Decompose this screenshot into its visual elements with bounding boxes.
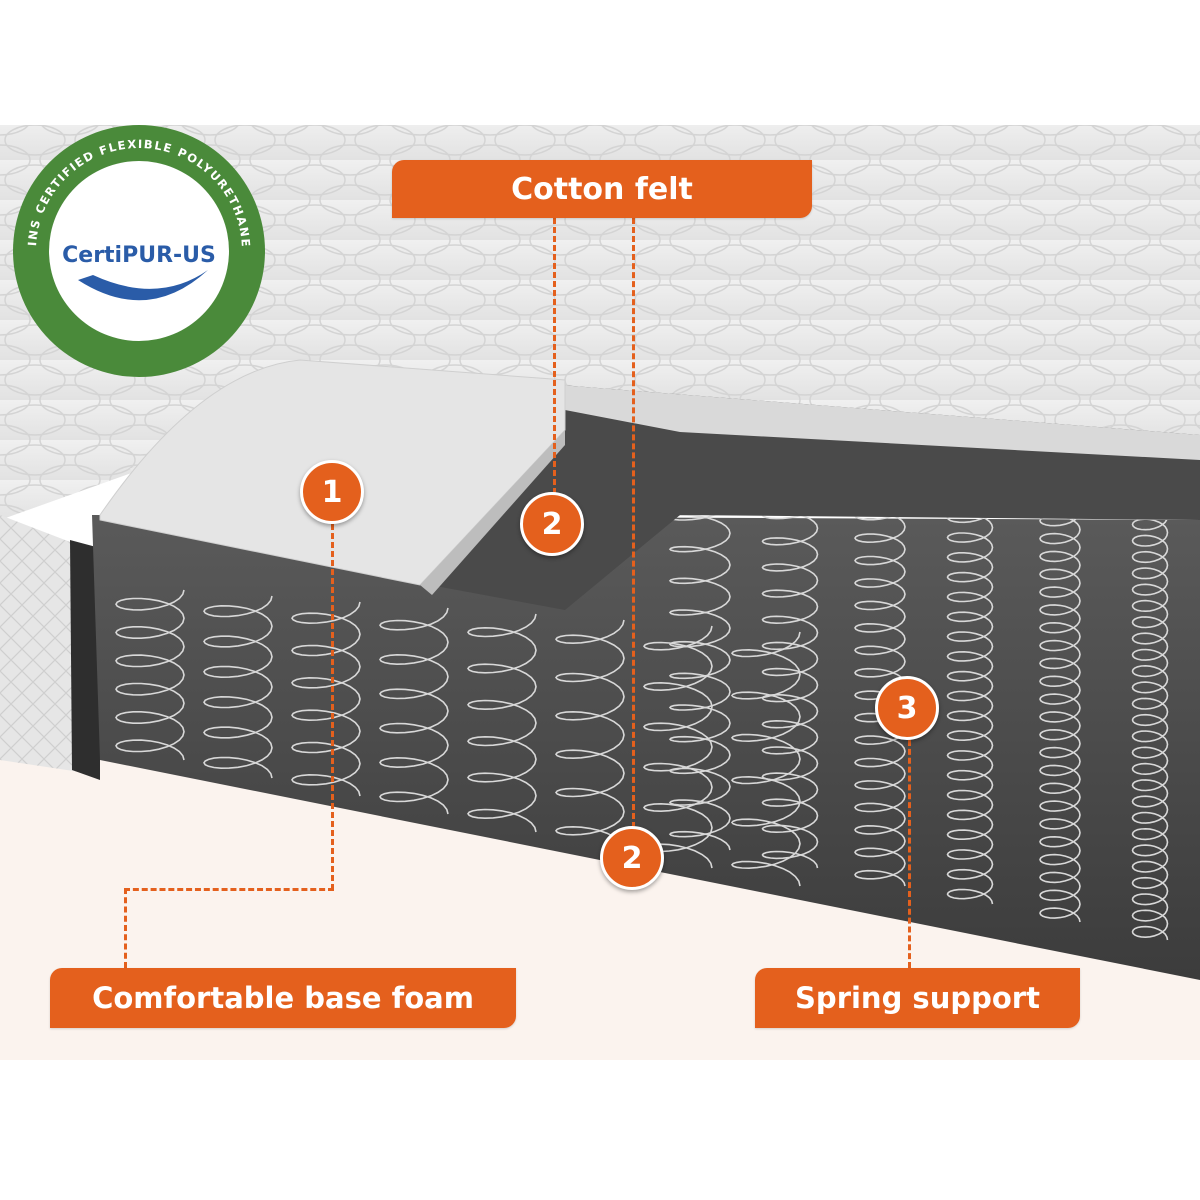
spring-coil bbox=[115, 589, 185, 761]
badge-inner-circle bbox=[49, 161, 229, 341]
base-foam-shade bbox=[420, 430, 565, 595]
spring-coil bbox=[554, 619, 625, 851]
leader-line-2a bbox=[553, 218, 556, 494]
marker-3: 3 bbox=[875, 676, 939, 740]
pocket-springs bbox=[115, 469, 1169, 941]
cotton-felt-label: Cotton felt bbox=[392, 160, 812, 218]
side-binding bbox=[70, 540, 100, 780]
spring-coil bbox=[642, 625, 713, 869]
leader-line-1-drop bbox=[124, 888, 127, 968]
certipur-us-badge: CONTAINS CERTIFIED FLEXIBLE POLYURETHANE… bbox=[8, 120, 265, 377]
spring-chamber bbox=[92, 515, 1200, 980]
spring-coil bbox=[761, 475, 819, 869]
spring-coil bbox=[730, 631, 801, 887]
badge-swoosh-icon bbox=[78, 270, 208, 301]
marker-1: 1 bbox=[300, 460, 364, 524]
leader-line-3 bbox=[908, 740, 911, 968]
leader-line-1 bbox=[331, 524, 334, 890]
spring-coil bbox=[668, 469, 731, 851]
spring-coil bbox=[467, 613, 537, 833]
base-foam-label: Comfortable base foam bbox=[50, 968, 516, 1028]
marker-2-upper: 2 bbox=[520, 492, 584, 556]
badge-brand-text: CertiPUR-US bbox=[62, 243, 216, 268]
spring-coil bbox=[946, 487, 994, 905]
leader-line-1-horizontal bbox=[124, 888, 334, 891]
marker-2-lower: 2 bbox=[600, 826, 664, 890]
spring-coil bbox=[291, 601, 361, 797]
spring-coil bbox=[1039, 493, 1081, 923]
spring-coil bbox=[1131, 499, 1169, 941]
leader-line-2b bbox=[632, 218, 635, 828]
spring-support-label: Spring support bbox=[755, 968, 1080, 1028]
cotton-felt-top bbox=[560, 385, 1200, 460]
spring-coil bbox=[379, 607, 449, 815]
spring-coil bbox=[203, 595, 273, 779]
